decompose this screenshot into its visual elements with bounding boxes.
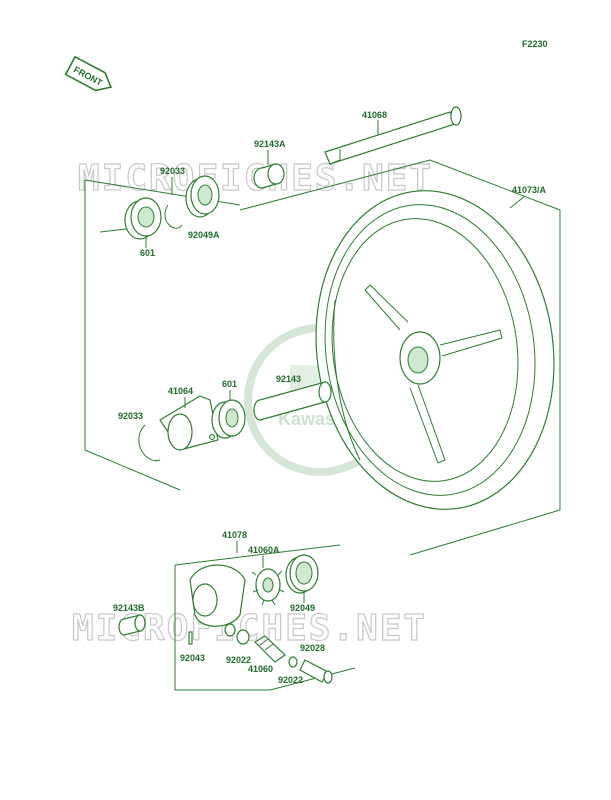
speedo-box — [174, 544, 356, 691]
label-collar-a: 92143A — [254, 139, 286, 149]
label-oil-seal: 92049 — [290, 603, 315, 613]
oil-seal — [285, 554, 319, 594]
circlip-top — [164, 204, 183, 229]
label-washer-left: 92022 — [226, 655, 251, 665]
label-washer-right: 92022 — [278, 675, 303, 685]
washer-left — [224, 623, 250, 645]
spacer — [253, 381, 332, 421]
label-speedo-gear: 41060A — [248, 545, 280, 555]
washer-right — [288, 656, 298, 668]
label-pinion: 41060 — [248, 664, 273, 674]
bearing-top — [124, 197, 162, 240]
label-spacer: 92143 — [276, 374, 301, 384]
seal-a — [185, 175, 220, 218]
front-arrow-icon: FRONT — [64, 55, 113, 92]
circlip-mid — [138, 424, 161, 462]
speedo-housing — [189, 564, 246, 627]
pinion — [254, 635, 286, 663]
label-seal-a: 92049A — [188, 230, 220, 240]
label-speedo-gear-assy: 41078 — [222, 530, 247, 540]
collar-a — [253, 163, 285, 189]
pin — [188, 631, 193, 645]
collar-b — [118, 614, 146, 636]
speedo-gear — [251, 568, 285, 606]
label-bushing: 92028 — [300, 643, 325, 653]
label-bearing-top: 601 — [140, 248, 155, 258]
label-circlip-mid: 92033 — [118, 411, 143, 421]
axle — [324, 106, 462, 165]
label-collar-b: 92143B — [113, 603, 145, 613]
gear-housing — [159, 395, 219, 451]
bushing — [299, 659, 333, 684]
label-axle: 41068 — [362, 110, 387, 120]
label-bearing-mid: 601 — [222, 379, 237, 389]
label-circlip-top: 92033 — [160, 166, 185, 176]
label-gear-housing: 41064 — [168, 386, 193, 396]
label-pin: 92043 — [180, 653, 205, 663]
bearing-mid — [211, 399, 246, 439]
wheel — [315, 190, 555, 510]
label-wheel: 41073/A — [512, 185, 547, 195]
diagram-code: F2230 — [522, 39, 548, 49]
